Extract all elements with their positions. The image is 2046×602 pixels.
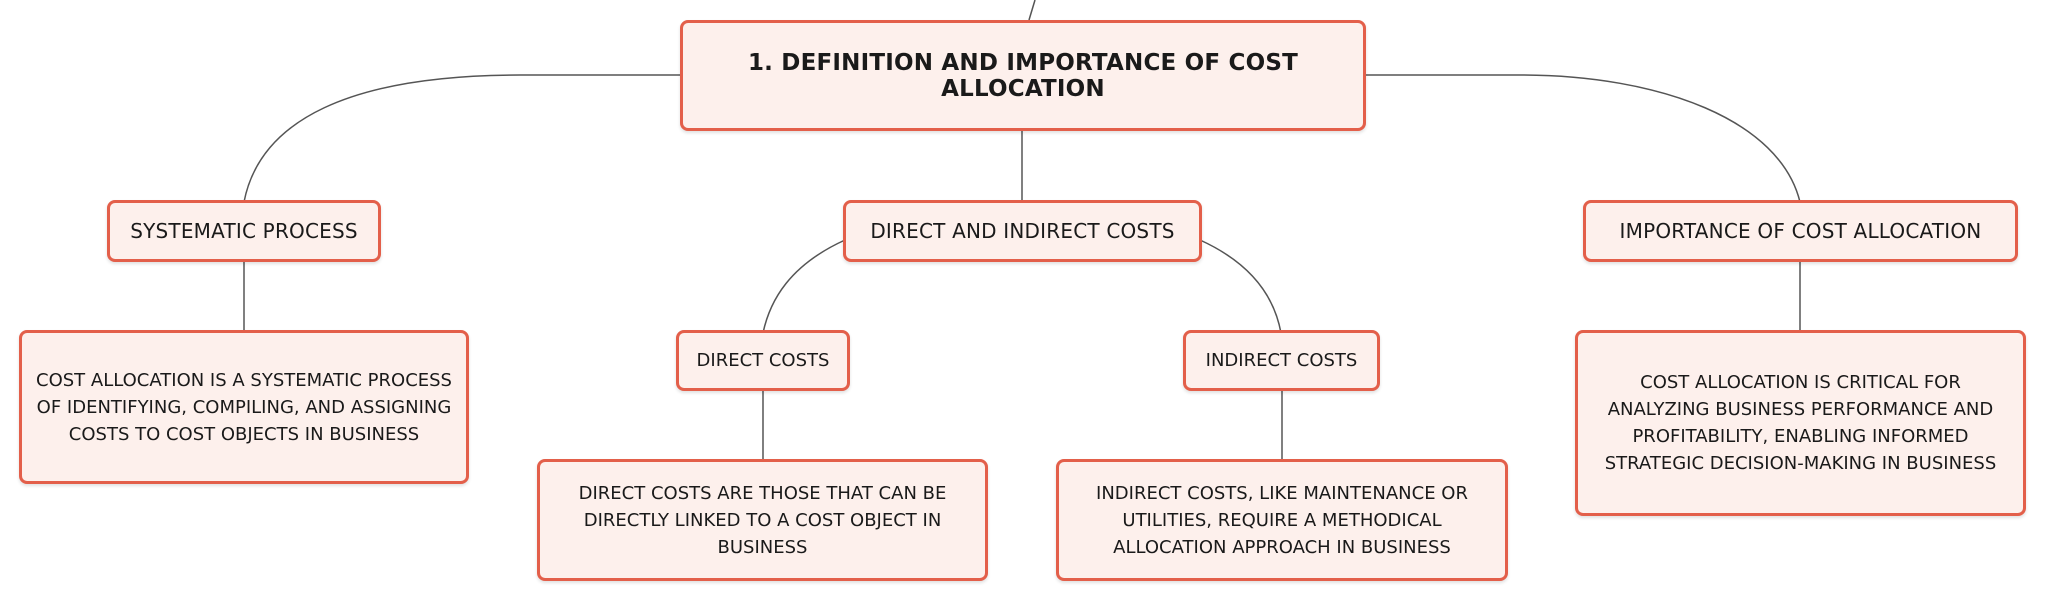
topic-systematic-process[interactable]: SYSTEMATIC PROCESS [107,200,381,262]
connector-direct-indirect-to-direct [762,239,846,334]
detail-text: COST ALLOCATION IS A SYSTEMATIC PROCESS … [36,369,452,445]
subtopic-label: DIRECT COSTS [696,350,830,371]
connector-root-to-importance [1364,74,1801,203]
subtopic-direct-costs[interactable]: DIRECT COSTS [676,330,850,391]
detail-importance-of-cost-allocation[interactable]: COST ALLOCATION IS CRITICAL FOR ANALYZIN… [1575,330,2026,516]
subtopic-label: INDIRECT COSTS [1205,350,1358,371]
topic-importance-of-cost-allocation[interactable]: IMPORTANCE OF COST ALLOCATION [1583,200,2018,262]
root-node[interactable]: 1. DEFINITION AND IMPORTANCE OF COST ALL… [680,20,1366,131]
topic-label: SYSTEMATIC PROCESS [130,219,358,243]
connector-direct-indirect-to-indirect [1199,239,1282,334]
topic-label: IMPORTANCE OF COST ALLOCATION [1619,219,1982,243]
detail-text: DIRECT COSTS ARE THOSE THAT CAN BE DIREC… [578,482,947,558]
topic-label: DIRECT AND INDIRECT COSTS [870,219,1175,243]
subtopic-indirect-costs[interactable]: INDIRECT COSTS [1183,330,1380,391]
topic-direct-and-indirect-costs[interactable]: DIRECT AND INDIRECT COSTS [843,200,1202,262]
root-label: 1. DEFINITION AND IMPORTANCE OF COST ALL… [747,49,1299,102]
connector-root-to-systematic [243,74,680,203]
detail-direct-costs[interactable]: DIRECT COSTS ARE THOSE THAT CAN BE DIREC… [537,459,988,581]
connector-parent-to-root [1028,0,1036,21]
detail-systematic-process[interactable]: COST ALLOCATION IS A SYSTEMATIC PROCESS … [19,330,469,484]
detail-indirect-costs[interactable]: INDIRECT COSTS, LIKE MAINTENANCE OR UTIL… [1056,459,1508,581]
detail-text: INDIRECT COSTS, LIKE MAINTENANCE OR UTIL… [1096,482,1468,558]
detail-text: COST ALLOCATION IS CRITICAL FOR ANALYZIN… [1604,372,1997,474]
